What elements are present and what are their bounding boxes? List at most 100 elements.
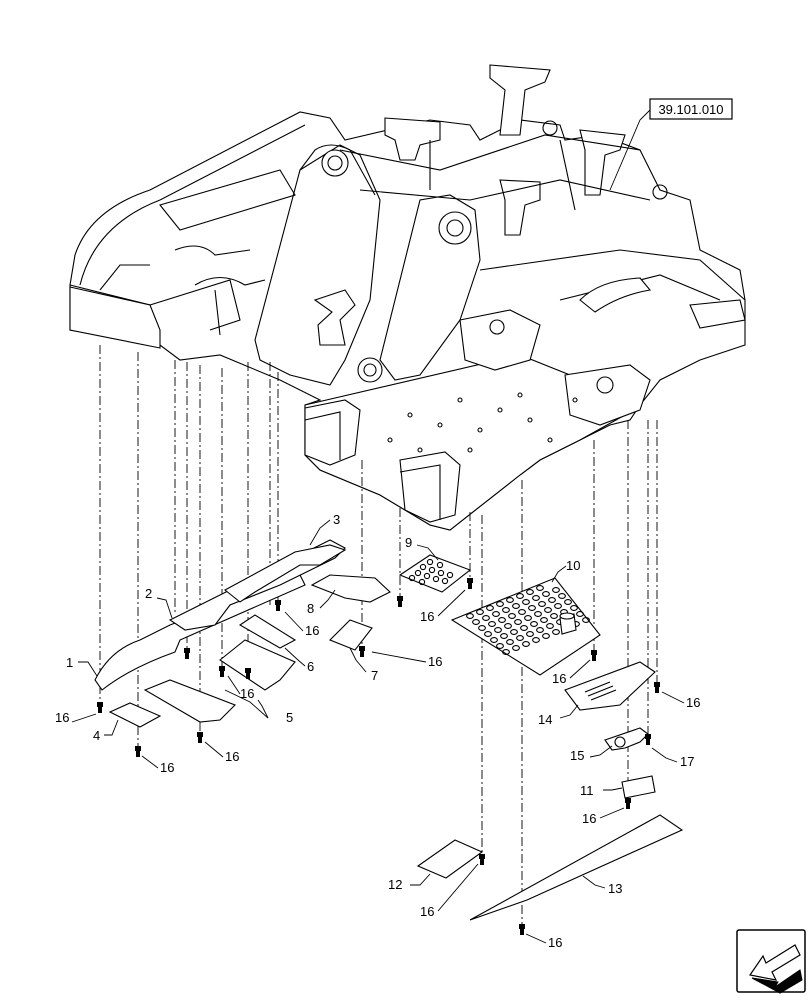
perforation-hole: [492, 611, 500, 617]
callout-10: 10: [566, 558, 580, 573]
frame-holes: [387, 392, 578, 453]
perforation-hole: [528, 605, 536, 611]
part-13-plate: [469, 814, 684, 921]
leader-line: [525, 933, 547, 944]
callout-16: 16: [552, 671, 566, 686]
perforation-hole: [548, 597, 556, 603]
perforation-hole: [576, 611, 584, 617]
callout-1: 1: [66, 655, 73, 670]
perforation-hole: [542, 633, 550, 639]
bolt-icon: [135, 746, 141, 757]
part-10-holes: [466, 585, 590, 655]
callout-16: 16: [225, 749, 239, 764]
callout-14: 14: [538, 712, 552, 727]
perforation-hole: [530, 621, 538, 627]
perforation-hole: [582, 617, 590, 623]
perforation-hole: [508, 613, 516, 619]
perforation-hole: [498, 617, 506, 623]
bolt-icon: [97, 702, 103, 713]
part-5-plate-a: [219, 639, 296, 691]
part-5-plate-b: [143, 679, 236, 723]
perforation-hole: [532, 595, 540, 601]
part-9-plate: [398, 554, 472, 593]
callout-15: 15: [570, 748, 584, 763]
callout-16: 16: [428, 654, 442, 669]
perforation-hole: [504, 623, 512, 629]
perforation-hole: [544, 607, 552, 613]
callout-13: 13: [608, 881, 622, 896]
perforation-hole: [478, 625, 486, 631]
bolt-icon: [479, 854, 485, 865]
leader-line: [204, 741, 224, 758]
callout-11: 11: [580, 783, 594, 798]
leader-line: [71, 713, 97, 723]
perforation-hole: [496, 643, 504, 649]
perforation-hole: [570, 605, 578, 611]
bolt-icon: [654, 682, 660, 693]
part-14-slots: [584, 681, 617, 701]
perforation-hole: [522, 641, 530, 647]
callout-16: 16: [686, 695, 700, 710]
perforation-hole: [524, 615, 532, 621]
bolt-icon: [184, 648, 190, 659]
callout-17: 17: [680, 754, 694, 769]
perforation-hole: [500, 633, 508, 639]
callout-7: 7: [371, 668, 378, 683]
part-4-plate: [108, 702, 162, 728]
perforation-hole: [552, 587, 560, 593]
upper-frame: [69, 64, 746, 531]
part-7-plate: [329, 619, 373, 651]
perforation-hole: [514, 619, 522, 625]
bolt-icon: [519, 924, 525, 935]
perforation-hole: [564, 599, 572, 605]
callout-16: 16: [420, 904, 434, 919]
callout-2: 2: [145, 586, 152, 601]
perforation-hole: [502, 607, 510, 613]
perforation-hole: [542, 591, 550, 597]
leader-line: [141, 755, 159, 769]
part-1-plate: [94, 574, 306, 691]
perforation-hole: [538, 601, 546, 607]
perforation-hole: [488, 621, 496, 627]
leader-line: [227, 675, 241, 695]
callout-8: 8: [307, 601, 314, 616]
perforation-hole: [510, 629, 518, 635]
leader-line: [569, 659, 591, 679]
callout-16: 16: [420, 609, 434, 624]
perforation-hole: [482, 615, 490, 621]
perforation-hole: [552, 629, 560, 635]
leader-line: [284, 611, 304, 632]
perforation-hole: [534, 611, 542, 617]
bolt-icon: [591, 650, 597, 661]
perforation-hole: [520, 625, 528, 631]
callout-5: 5: [286, 710, 293, 725]
callout-16: 16: [548, 935, 562, 950]
callout-16: 16: [160, 760, 174, 775]
bolt-icon: [397, 596, 403, 607]
callout-16: 16: [305, 623, 319, 638]
perforation-hole: [484, 631, 492, 637]
bolt-icon: [245, 668, 251, 679]
perforation-hole: [550, 613, 558, 619]
bolt-icon: [275, 600, 281, 611]
part-9-holes: [408, 558, 454, 586]
arrow-left-icon[interactable]: [736, 929, 806, 994]
callout-16: 16: [582, 811, 596, 826]
perforation-hole: [494, 627, 502, 633]
reference-label[interactable]: 39.101.010: [649, 98, 733, 120]
perforation-hole: [540, 617, 548, 623]
leader-line: [371, 651, 427, 663]
perforation-hole: [476, 609, 484, 615]
bolt-icon: [645, 734, 651, 745]
perforation-hole: [518, 609, 526, 615]
perforation-hole: [522, 599, 530, 605]
fasteners: [97, 578, 660, 935]
part-6-strip: [238, 614, 297, 649]
leader-lines: [78, 109, 678, 889]
bolt-icon: [359, 646, 365, 657]
bolt-icon: [625, 798, 631, 809]
perforation-hole: [526, 631, 534, 637]
leader-line: [437, 589, 466, 617]
part-8-plate: [310, 574, 391, 603]
